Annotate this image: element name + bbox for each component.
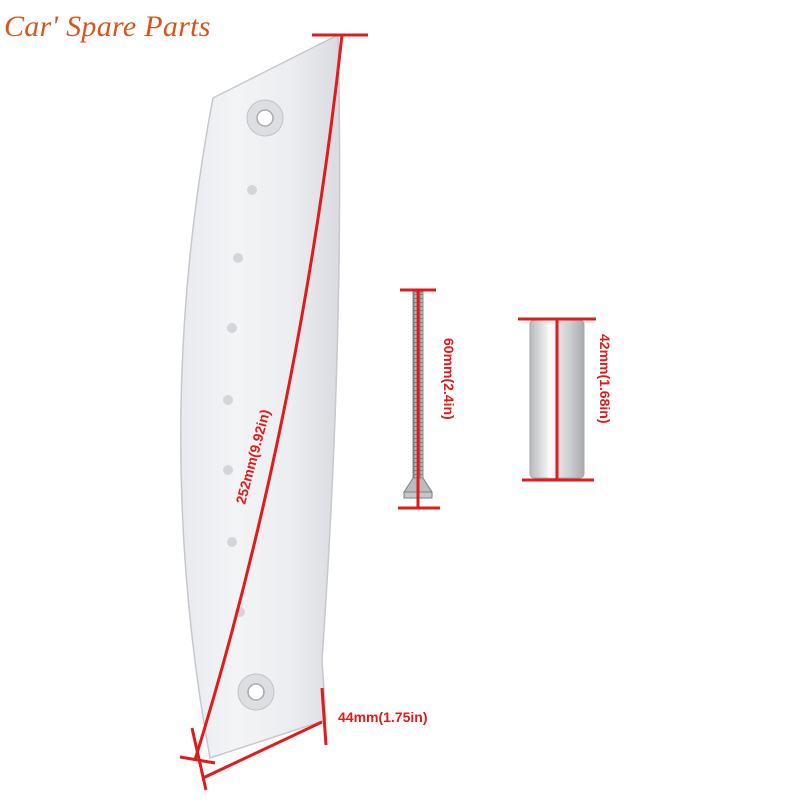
screw-dimension	[398, 288, 440, 510]
pin-length-label: 42mm(1.68in)	[597, 334, 613, 423]
bracket-hole-bottom	[237, 673, 275, 711]
bracket-hole-top	[246, 99, 284, 137]
pin-dimension	[518, 317, 596, 482]
bracket-plate	[180, 33, 341, 759]
bracket-width-label: 44mm(1.75in)	[338, 709, 427, 725]
screw-length-label: 60mm(2.4in)	[441, 338, 457, 420]
bracket-length-dimension	[179, 33, 368, 765]
bracket-width-dimension	[190, 687, 328, 791]
watermark-logo: Car' Spare Parts	[4, 10, 211, 43]
